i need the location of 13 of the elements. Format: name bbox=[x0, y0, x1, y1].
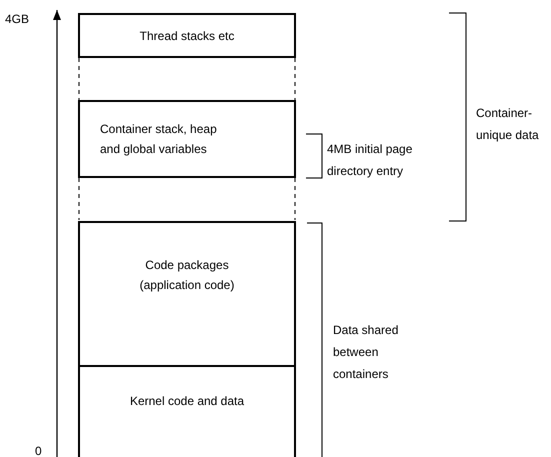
memory-region bbox=[78, 221, 296, 367]
region-label: Thread stacks etc bbox=[140, 28, 234, 44]
memory-region bbox=[78, 100, 296, 178]
axis-label: 0 bbox=[35, 443, 43, 457]
region-label: Code packages (application code) bbox=[138, 257, 236, 294]
axis-label: 4GB bbox=[5, 11, 30, 28]
bracket-label: Container-unique data bbox=[476, 105, 540, 144]
bracket-label: Data shared between containers bbox=[333, 322, 400, 383]
region-label: Container stack, heap and global variables bbox=[100, 121, 218, 158]
region-label: Kernel code and data bbox=[130, 393, 244, 410]
bracket-label: 4MB initial page directory entry bbox=[327, 141, 414, 180]
memory-region bbox=[78, 13, 296, 58]
memory-region bbox=[78, 365, 296, 457]
